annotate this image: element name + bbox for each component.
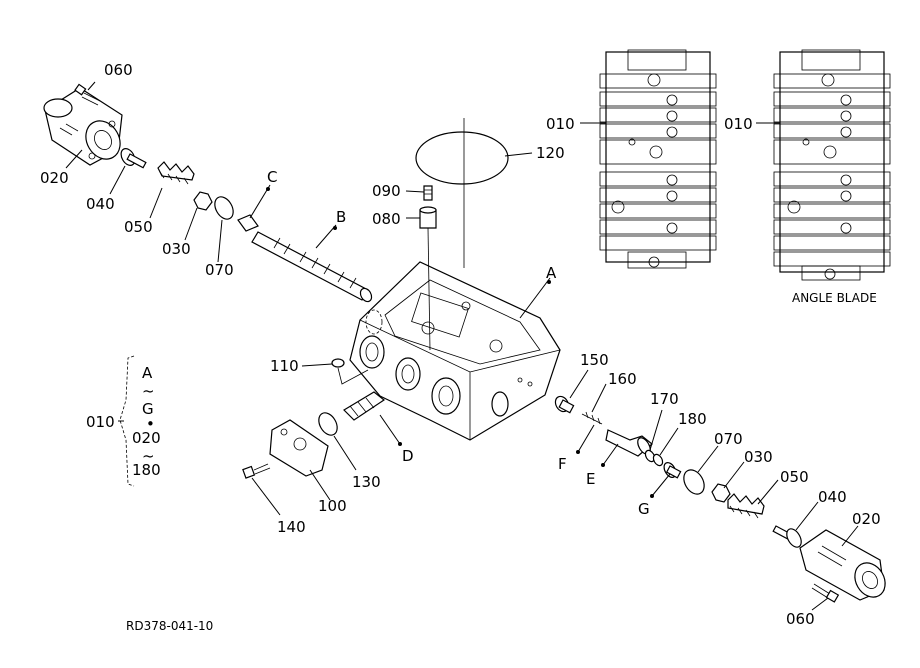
oring-170-drawing (644, 449, 656, 463)
label-140: 140 (277, 518, 306, 536)
label-050-top: 050 (124, 218, 153, 236)
valve-stack-drawing (599, 49, 717, 269)
label-070-bottom: 070 (714, 430, 743, 448)
label-150: 150 (580, 351, 609, 369)
plate-030-bottom-drawing (711, 483, 731, 503)
plate-030-top-drawing (193, 191, 213, 211)
group-label-a: A (142, 364, 153, 382)
spring-050-bottom-drawing (727, 493, 765, 519)
cap-020-top-drawing (43, 87, 123, 166)
oring-110-drawing (331, 358, 369, 385)
label-060-top: 060 (104, 61, 133, 79)
valve-stack-angle-blade-drawing (773, 49, 891, 281)
cap-020-bottom-drawing (799, 529, 886, 601)
seat-040-bottom-drawing (772, 525, 802, 548)
spring-160-drawing (581, 411, 603, 425)
label-a: A (546, 264, 557, 282)
label-120: 120 (536, 144, 565, 162)
label-angle-blade: ANGLE BLADE (792, 291, 877, 305)
label-090: 090 (372, 182, 401, 200)
group-label-tilde-1: ~ (142, 382, 155, 400)
label-020-top: 020 (40, 169, 69, 187)
label-170: 170 (650, 390, 679, 408)
oring-070-bottom-drawing (683, 469, 705, 495)
plug-090-drawing (423, 185, 433, 201)
group-label-020: 020 (132, 429, 161, 447)
bolt-060-bottom-drawing (811, 583, 840, 603)
label-020-bottom: 020 (852, 510, 881, 528)
bolt-060-top-drawing (74, 83, 101, 106)
valve-body-a-drawing (349, 261, 561, 441)
label-030-bottom: 030 (744, 448, 773, 466)
label-080: 080 (372, 210, 401, 228)
label-e: E (586, 470, 595, 488)
group-label-g: G (142, 400, 154, 418)
label-010-left: 010 (86, 413, 115, 431)
oring-070-top-drawing (214, 196, 234, 220)
label-100: 100 (318, 497, 347, 515)
label-130: 130 (352, 473, 381, 491)
label-d: D (402, 447, 414, 465)
label-040-top: 040 (86, 195, 115, 213)
label-010-mid: 010 (546, 115, 575, 133)
label-160: 160 (608, 370, 637, 388)
group-label-tilde-2: ~ (142, 447, 155, 465)
oring-130-drawing (318, 412, 338, 436)
plug-080-drawing (419, 206, 437, 229)
cover-100-drawing (269, 419, 329, 477)
oring-120-drawing (415, 118, 509, 268)
seat-040-top-drawing (120, 148, 147, 169)
spring-050-top-drawing (157, 161, 195, 185)
label-b: B (336, 208, 346, 226)
label-f: F (558, 455, 567, 473)
valve-d-drawing (343, 391, 386, 421)
group-label-180: 180 (132, 461, 161, 479)
group-label-dot: • (146, 415, 155, 433)
label-060-bottom: 060 (786, 610, 815, 628)
piston-g-drawing (663, 462, 682, 479)
label-050-bottom: 050 (780, 468, 809, 486)
reference-code: RD378-041-10 (126, 619, 213, 633)
label-g: G (638, 500, 650, 518)
plug-150-drawing (554, 395, 575, 414)
group-bracket (118, 355, 135, 487)
label-070-top: 070 (205, 261, 234, 279)
label-180: 180 (678, 410, 707, 428)
spool-b-drawing (237, 214, 373, 303)
bolt-140-drawing (242, 463, 271, 479)
ring-180-drawing (652, 453, 664, 467)
label-040-bottom: 040 (818, 488, 847, 506)
label-030-top: 030 (162, 240, 191, 258)
label-c: C (267, 168, 277, 186)
label-010-right: 010 (724, 115, 753, 133)
label-110: 110 (270, 357, 299, 375)
